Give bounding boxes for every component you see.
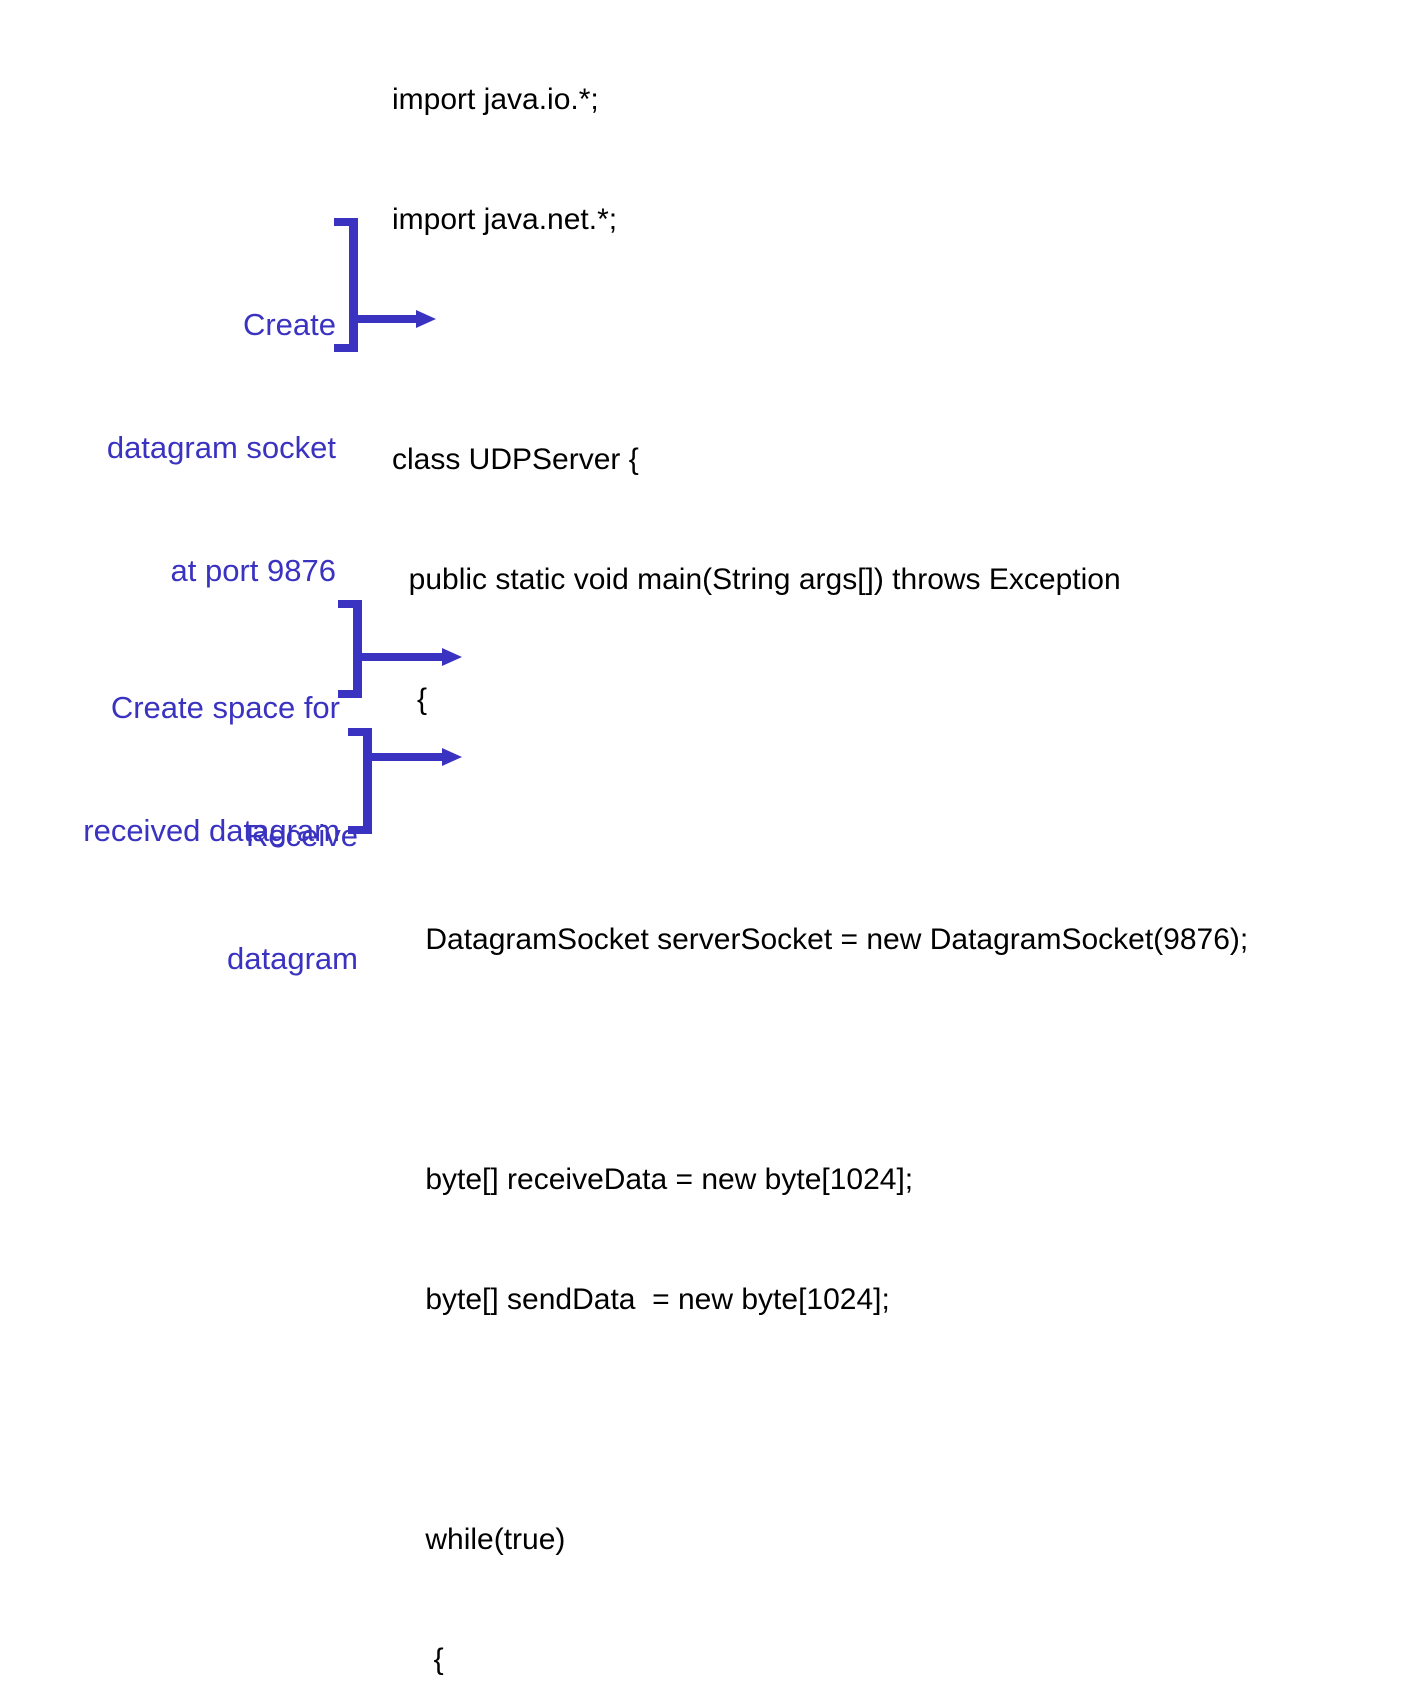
arrow-head <box>442 748 462 766</box>
bracket-bottom-arm <box>334 344 358 352</box>
bracket-spine <box>349 218 358 352</box>
code-line: DatagramSocket serverSocket = new Datagr… <box>392 923 1249 956</box>
annotation-line: datagram <box>227 941 358 976</box>
code-line: byte[] receiveData = new byte[1024]; <box>392 1163 914 1196</box>
annotation-line: datagram socket <box>106 430 336 465</box>
arrow-shaft <box>356 315 418 323</box>
bracket-create-datagram-socket <box>334 218 358 352</box>
bracket-bottom-arm <box>338 690 362 698</box>
code-line: { <box>392 1643 444 1676</box>
bracket-top-arm <box>348 728 372 736</box>
code-line: import java.net.*; <box>392 203 618 236</box>
java-code-listing: import java.io.*; import java.net.*; cla… <box>392 0 1428 1686</box>
bracket-create-space-for-received-datagram <box>338 600 362 698</box>
annotation-line: received datagram <box>83 813 340 848</box>
arrow-shaft <box>360 653 444 661</box>
code-line: public static void main(String args[]) t… <box>392 563 1121 596</box>
code-line-blank <box>392 1040 1428 1080</box>
bracket-top-arm <box>334 218 358 226</box>
bracket-spine <box>353 600 362 698</box>
annotation-line: Create <box>242 307 336 342</box>
code-line: while(true) <box>392 1523 566 1556</box>
annotation-line: at port 9876 <box>170 553 336 588</box>
bracket-receive-datagram <box>348 728 372 834</box>
arrow-head <box>442 648 462 666</box>
arrow-head <box>416 310 436 328</box>
arrow-create-space-for-received-datagram <box>360 648 462 666</box>
code-line-blank <box>392 800 1428 840</box>
code-line-blank <box>392 320 1428 360</box>
arrow-receive-datagram <box>370 748 462 766</box>
annotation-line: Create space for <box>110 690 340 725</box>
code-line: { <box>392 683 428 716</box>
code-line: byte[] sendData = new byte[1024]; <box>392 1283 890 1316</box>
annotation-line: Receive <box>246 818 358 853</box>
code-line: import java.io.*; <box>392 83 599 116</box>
arrow-create-datagram-socket <box>356 310 436 328</box>
arrow-shaft <box>370 753 444 761</box>
bracket-top-arm <box>338 600 362 608</box>
bracket-bottom-arm <box>348 826 372 834</box>
annotation-receive-datagram: Receive datagram <box>30 733 358 1020</box>
code-line: class UDPServer { <box>392 443 639 476</box>
code-line-blank <box>392 1400 1428 1440</box>
annotation-create-datagram-socket: Create datagram socket at port 9876 <box>0 222 336 632</box>
bracket-spine <box>363 728 372 834</box>
annotation-create-space-for-received-datagram: Create space for received datagram <box>0 605 340 892</box>
